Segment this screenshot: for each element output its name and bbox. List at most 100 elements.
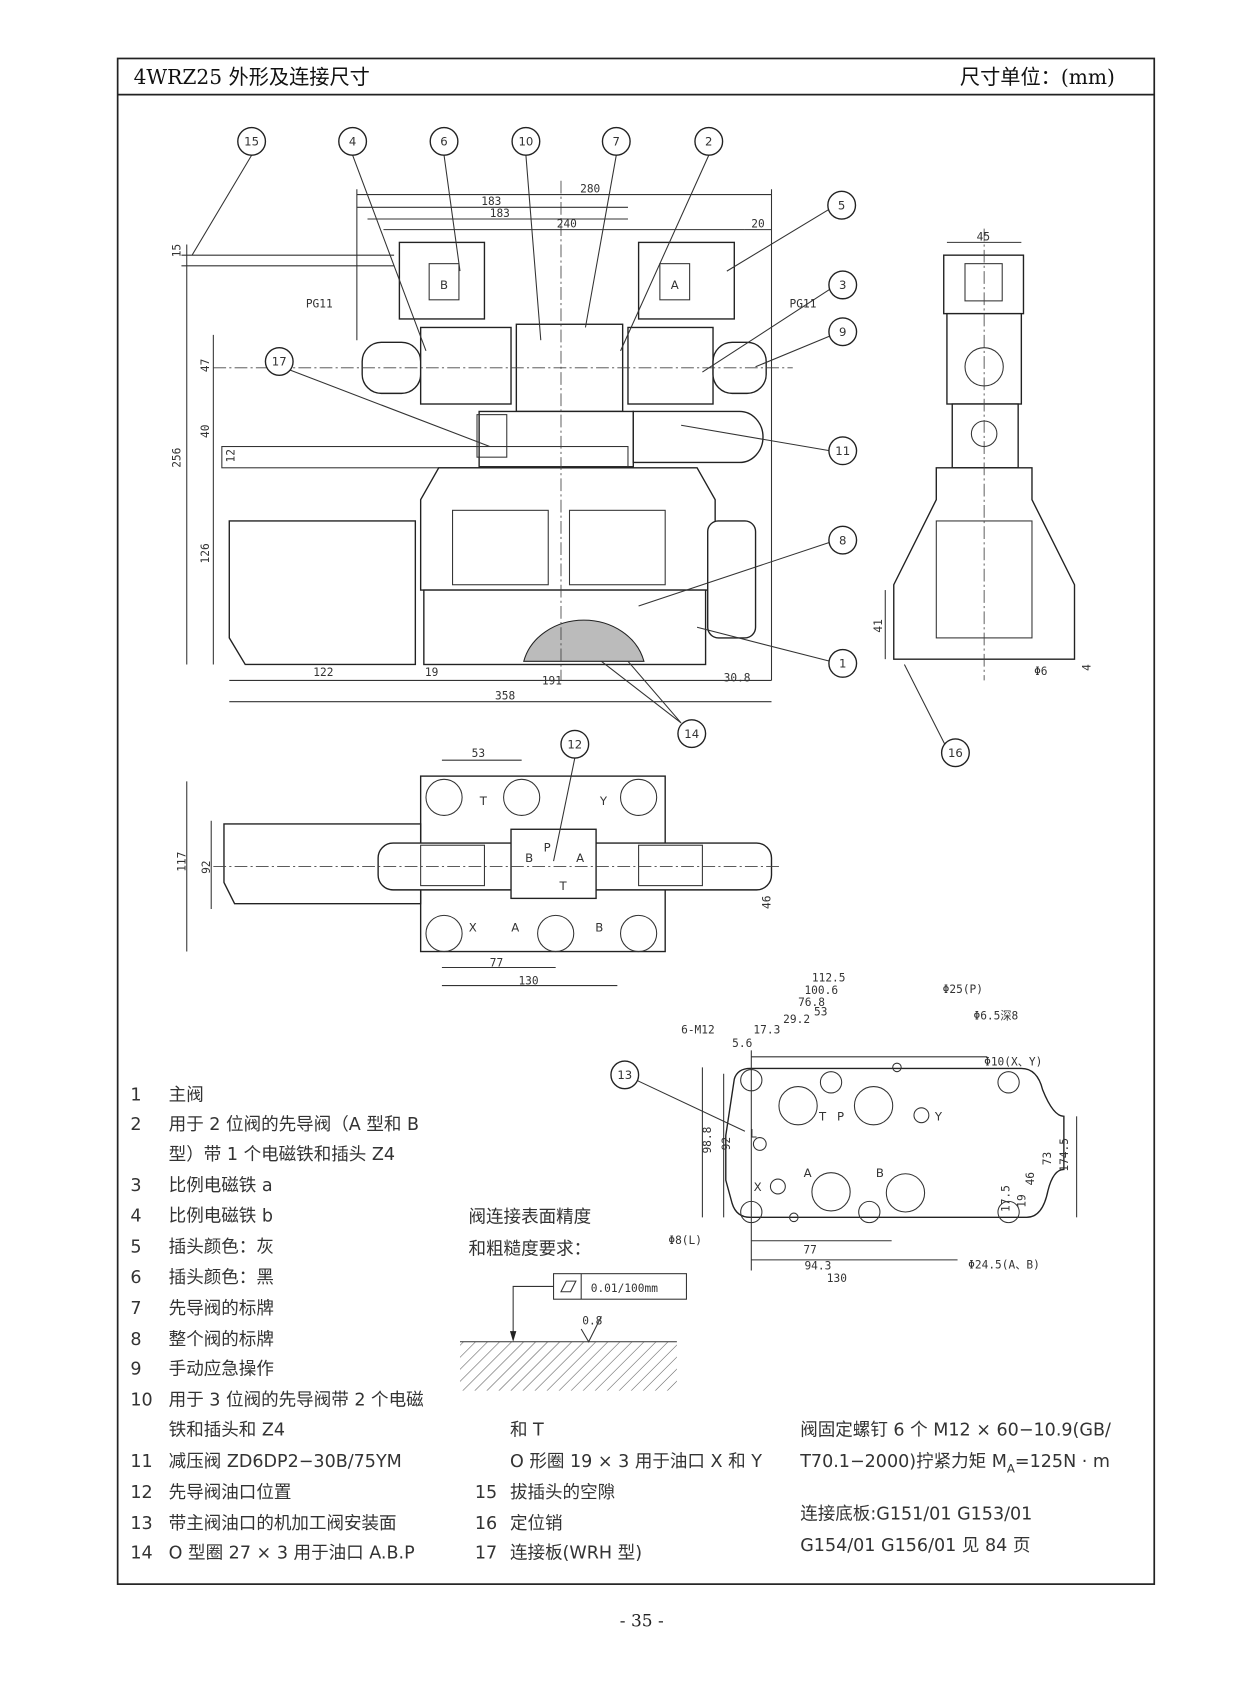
- top-view: 53 117 92 46 77 130 T Y P B A T X A B: [176, 747, 783, 987]
- dim-phi6: Φ6: [1034, 665, 1047, 678]
- dim-117: 117: [176, 852, 189, 872]
- dim-20: 20: [751, 218, 764, 231]
- callout-3: 3: [839, 278, 846, 292]
- main-valve-top: [419, 467, 716, 591]
- callout-11: 11: [835, 444, 850, 458]
- label-phi25: Φ25(P): [943, 983, 983, 996]
- port-p-pilot: P: [544, 841, 551, 855]
- label-phi24-5: Φ24.5(A、B): [968, 1258, 1040, 1271]
- page-frame: [116, 57, 1156, 1585]
- callout-7: 7: [613, 135, 620, 149]
- legend-text: O 形圈 19 × 3 用于油口 X 和 Y: [510, 1452, 762, 1472]
- main-solenoid-left: [228, 520, 417, 666]
- dim-77: 77: [490, 956, 503, 969]
- pg11-left: PG11: [306, 297, 333, 310]
- legend-text: 插头颜色：黑: [169, 1268, 274, 1288]
- callout-17: 17: [272, 355, 287, 369]
- dim-183a: 183: [481, 195, 501, 208]
- dim-53: 53: [472, 747, 485, 760]
- base-plate-note-1: 连接底板:G151/01 G153/01: [800, 1504, 1032, 1524]
- callout-9: 9: [839, 325, 846, 339]
- legend-num: 12: [130, 1483, 152, 1503]
- dim-19: 19: [425, 666, 438, 679]
- dim-5-6: 5.6: [732, 1037, 752, 1050]
- dim-112-5: 112.5: [812, 971, 846, 984]
- unit-label: 尺寸单位：(mm): [960, 65, 1115, 89]
- callout-15: 15: [244, 135, 259, 149]
- dim-73: 73: [1041, 1152, 1054, 1165]
- surface-requirement: 阀连接表面精度 和粗糙度要求： 0.01/100mm 0.8: [459, 1208, 687, 1391]
- plug-a: [637, 241, 735, 320]
- front-view: B A 280: [170, 180, 816, 703]
- port-b-pilot: B: [525, 851, 533, 865]
- legend-text: 定位销: [510, 1514, 563, 1534]
- callout-1: 1: [839, 657, 846, 671]
- legend-text: 和 T: [510, 1420, 544, 1440]
- side-view: 45 41 Φ6 4: [872, 228, 1093, 681]
- page-title: 4WRZ25 外形及连接尺寸: [134, 65, 370, 89]
- face-port-t: T: [818, 1110, 827, 1124]
- dim-47: 47: [199, 359, 212, 372]
- face-port-a: A: [804, 1166, 812, 1180]
- screw-note-2a: T70.1−2000)拧紧力矩 M: [799, 1452, 1007, 1472]
- legend-num: 17: [475, 1544, 497, 1564]
- notes: 阀固定螺钉 6 个 M12 × 60−10.9(GB/ T70.1−2000)拧…: [799, 1420, 1111, 1556]
- legend-text: 先导阀的标牌: [169, 1299, 274, 1319]
- dim-53-face: 53: [814, 1005, 827, 1018]
- section-hatch: [523, 619, 645, 662]
- dim-46-face: 46: [1024, 1172, 1037, 1185]
- face-port-l: L: [750, 1127, 757, 1141]
- face-port-y: Y: [934, 1110, 943, 1124]
- port-b: B: [595, 920, 603, 934]
- legend-text: 连接板(WRH 型): [510, 1544, 642, 1564]
- solenoid-a: [627, 326, 714, 405]
- solenoid-b: [419, 326, 512, 405]
- dim-17-3: 17.3: [753, 1023, 780, 1036]
- dim-94-3: 94.3: [804, 1259, 831, 1272]
- legend-num: 8: [130, 1330, 141, 1350]
- hatched-surface: [459, 1341, 677, 1391]
- callout-16: 16: [948, 746, 963, 760]
- dim-130-face: 130: [827, 1272, 847, 1285]
- plug-a-label: A: [671, 278, 679, 292]
- port-t-pilot: T: [559, 879, 568, 893]
- legend-num: 11: [130, 1452, 152, 1472]
- port-a: A: [511, 920, 519, 934]
- legend-text: 比例电磁铁 b: [169, 1207, 273, 1227]
- legend-text: 铁和插头和 Z4: [169, 1420, 285, 1440]
- legend-text: 用于 3 位阀的先导阀带 2 个电磁: [169, 1391, 424, 1411]
- legend-num: 15: [475, 1483, 497, 1503]
- dim-126: 126: [199, 543, 212, 563]
- legend-text: 用于 2 位阀的先导阀（A 型和 B: [169, 1115, 419, 1135]
- face-port-p: P: [837, 1110, 844, 1124]
- port-x: X: [469, 920, 477, 934]
- screw-note-2: T70.1−2000)拧紧力矩 MA=125N · m: [799, 1452, 1110, 1475]
- surface-title-2: 和粗糙度要求：: [468, 1240, 591, 1260]
- callout-12: 12: [567, 737, 582, 751]
- dim-17-5: 17.5: [1000, 1185, 1013, 1212]
- callout-10: 10: [518, 135, 533, 149]
- legend-num: 5: [130, 1237, 141, 1257]
- port-y: Y: [599, 794, 608, 808]
- callout-6: 6: [440, 135, 447, 149]
- reducing-valve-cylinder: [632, 410, 764, 464]
- legend-num: 6: [130, 1268, 141, 1288]
- flatness-icon: [560, 1280, 577, 1293]
- dim-191: 191: [542, 675, 562, 688]
- dim-41: 41: [872, 619, 885, 632]
- legend-num: 4: [130, 1207, 141, 1227]
- dim-358: 358: [495, 690, 515, 703]
- dim-92-face: 92: [720, 1137, 733, 1150]
- legend-text: O 型圈 27 × 3 用于油口 A.B.P: [169, 1544, 415, 1564]
- dim-98-8: 98.8: [701, 1127, 714, 1154]
- dim-130: 130: [518, 974, 538, 987]
- legend-text: 整个阀的标牌: [169, 1330, 274, 1350]
- label-6-m12: 6-M12: [681, 1023, 715, 1036]
- dim-30-8: 30.8: [724, 671, 751, 684]
- dim-12: 12: [225, 449, 238, 462]
- port-t-top: T: [479, 794, 488, 808]
- dim-76-8: 76.8: [798, 996, 825, 1009]
- dim-4: 4: [1080, 664, 1093, 671]
